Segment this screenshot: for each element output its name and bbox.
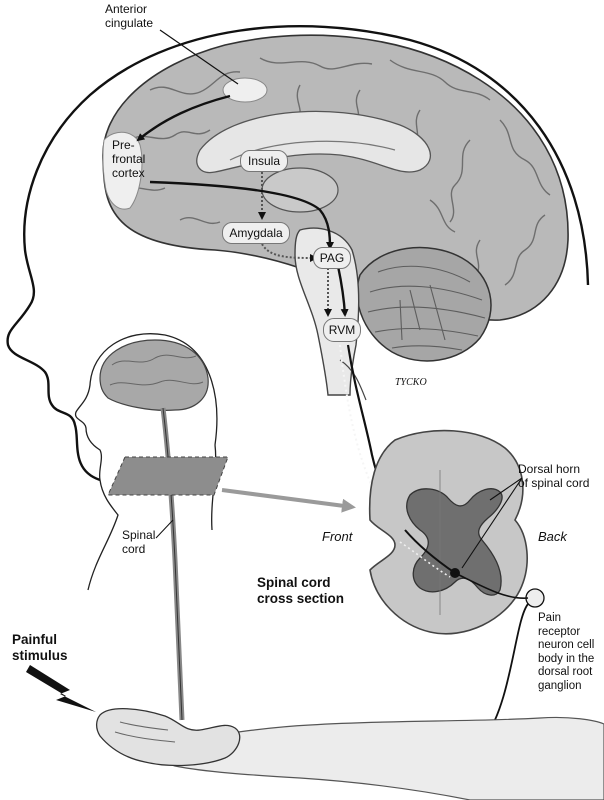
label-amygdala-text: Amygdala	[229, 226, 283, 240]
arrow-amygdala-to-pag	[261, 243, 318, 262]
inset-cross-section-plane	[107, 456, 229, 496]
label-rvm: RVM	[323, 318, 361, 342]
label-cross-section-title: Spinal cord cross section	[257, 575, 345, 606]
inset-spinal-cord	[160, 407, 185, 721]
spinal-cord-grey-matter	[406, 488, 503, 596]
tract-in-cross-section	[404, 529, 456, 574]
arrow-prefrontal-to-pag	[149, 180, 334, 250]
label-amygdala: Amygdala	[222, 222, 290, 244]
leader-dorsal-horn	[461, 477, 523, 569]
label-prefrontal-cortex: Pre- frontal cortex	[112, 138, 146, 180]
label-rvm-text: RVM	[328, 323, 356, 337]
head-outline	[6, 25, 590, 482]
arrow-to-cross-section	[221, 488, 356, 513]
inset-head-outline	[74, 333, 218, 591]
cerebrum	[102, 34, 569, 321]
label-spinal-cord-inset: Spinal cord	[122, 528, 156, 556]
inset-figure	[74, 333, 229, 721]
thalamus	[261, 167, 339, 213]
label-pain-receptor: Pain receptor neuron cell body in the do…	[538, 612, 595, 692]
label-insula: Insula	[240, 150, 288, 172]
label-pag-text: PAG	[319, 251, 345, 265]
label-back: Back	[538, 529, 567, 544]
arrow-cingulate-to-prefrontal	[136, 94, 231, 142]
painful-stimulus-bolt-icon	[26, 665, 96, 712]
inset-brain	[99, 339, 209, 411]
label-painful-stimulus: Painful stimulus	[12, 632, 68, 663]
dorsal-root-axon	[454, 572, 529, 599]
label-dorsal-horn: Dorsal horn of spinal cord	[518, 462, 590, 490]
label-anterior-cingulate: Anterior cingulate	[105, 2, 154, 30]
anterior-cingulate-region	[222, 77, 268, 103]
leader-spinal-cord	[155, 519, 174, 539]
brain	[102, 34, 569, 401]
artist-signature: TYCKO	[395, 377, 427, 388]
arrow-pag-to-rvm-solid	[336, 265, 349, 317]
prefrontal-region	[102, 131, 143, 210]
cerebellum	[356, 246, 492, 362]
label-pag: PAG	[313, 247, 351, 269]
label-insula-text: Insula	[247, 154, 281, 168]
dorsal-root-ganglion	[525, 588, 545, 608]
hand	[95, 708, 241, 767]
cerebellum-folia	[367, 265, 486, 351]
label-front: Front	[322, 529, 353, 544]
leader-anterior-cingulate	[159, 29, 239, 85]
spinal-cord-cross-section	[368, 429, 528, 635]
